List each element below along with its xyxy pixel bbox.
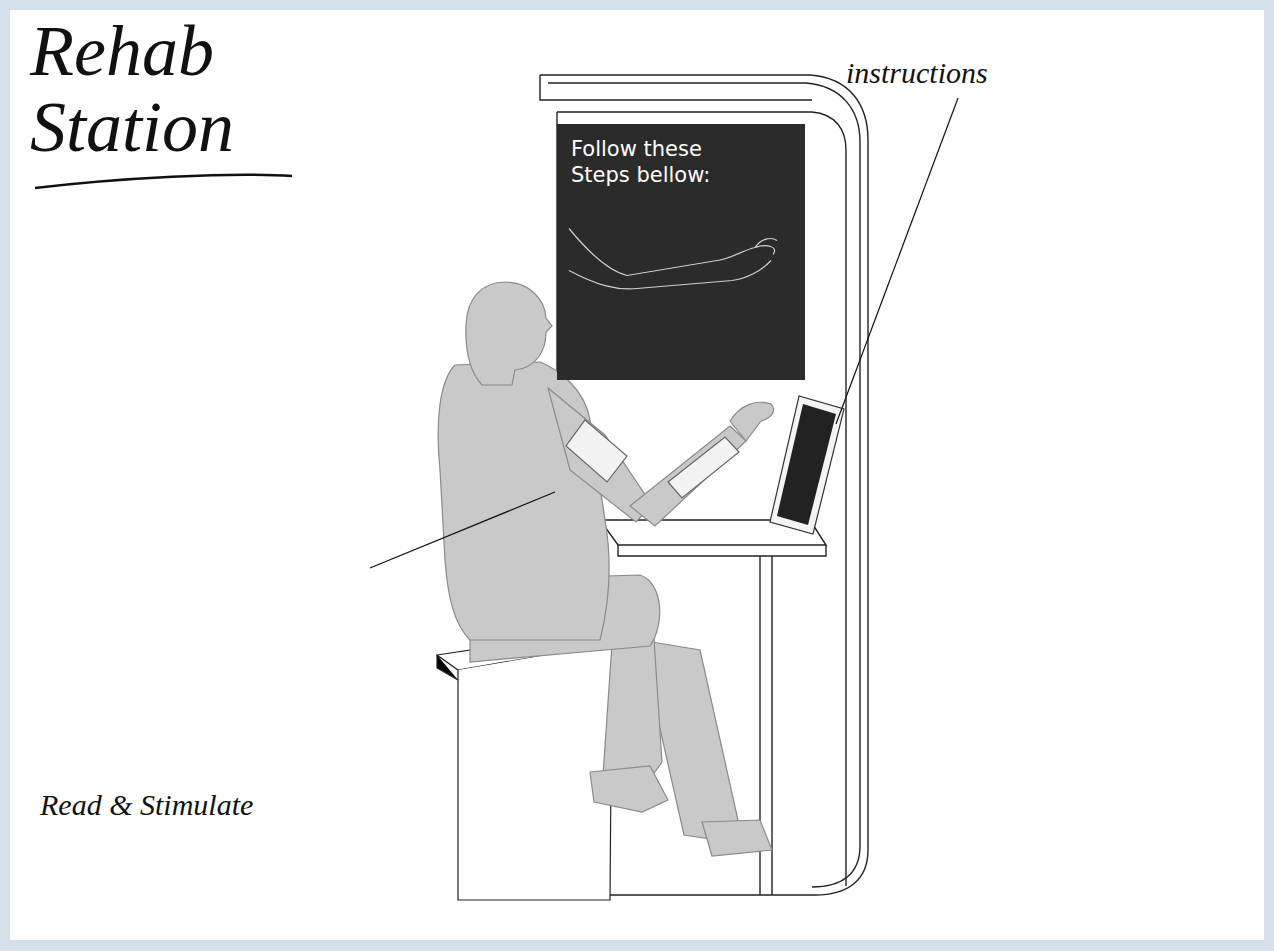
leader-line (370, 492, 555, 568)
tablet (770, 396, 844, 534)
screen-text: Follow these Steps bellow: (571, 136, 751, 189)
sensor-cuffs (566, 420, 739, 498)
screen-panel: Follow these Steps bellow: (557, 124, 805, 380)
callout-label: instructions (846, 56, 988, 90)
stool (437, 632, 612, 900)
arm-outline (569, 229, 777, 289)
leader-line (836, 98, 958, 424)
title-underline (35, 175, 292, 188)
paper (10, 10, 1264, 940)
title: Rehab Station (30, 14, 300, 165)
callout-label: Read & Stimulate (40, 788, 253, 822)
arm-sketch (557, 124, 805, 380)
